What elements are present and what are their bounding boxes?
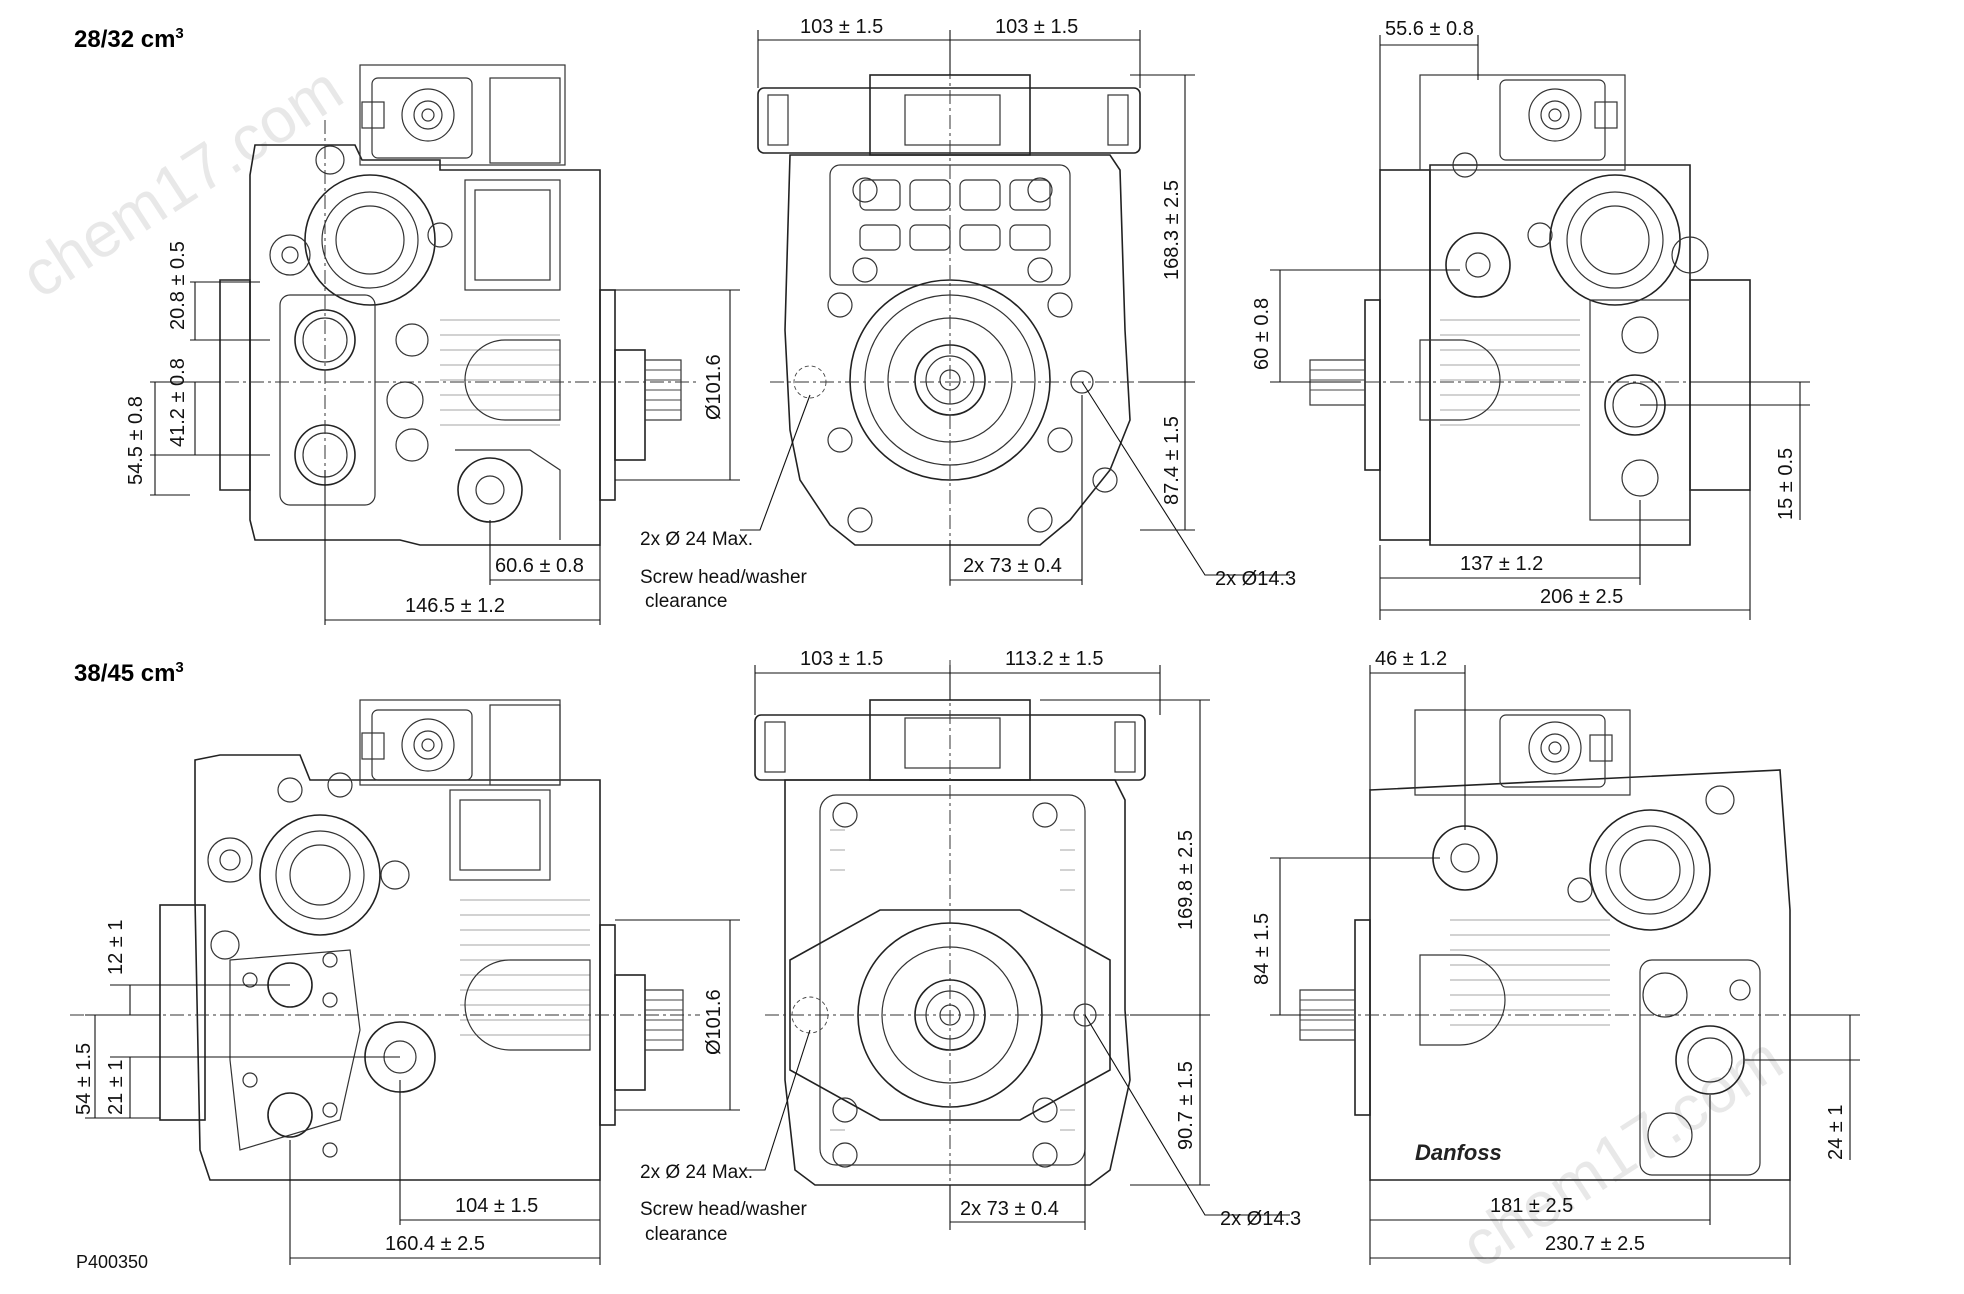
note-screw-clearance-top-1: Screw head/washer — [640, 567, 808, 588]
dim-104: 104 ± 1.5 — [455, 1195, 538, 1217]
dim-15: 15 ± 0.5 — [1775, 448, 1797, 520]
dim-12: 12 ± 1 — [105, 920, 127, 975]
dim-230-7: 230.7 ± 2.5 — [1545, 1233, 1645, 1255]
brand-mark: Danfoss — [1415, 1140, 1502, 1165]
dim-113-2: 113.2 ± 1.5 — [1005, 648, 1103, 670]
dims-top-center: 103 ± 1.5 103 ± 1.5 168.3 ± 2.5 87.4 ± 1… — [640, 16, 1296, 612]
note-screw-clearance-bottom-1: Screw head/washer — [640, 1199, 808, 1220]
dim-103-b: 103 ± 1.5 — [995, 16, 1078, 38]
dim-2x73-bottom: 2x 73 ± 0.4 — [960, 1198, 1059, 1220]
dim-137: 137 ± 1.2 — [1460, 553, 1543, 575]
dim-2x73-top: 2x 73 ± 0.4 — [963, 555, 1062, 577]
dim-168-3: 168.3 ± 2.5 — [1161, 180, 1183, 280]
dim-dia-101-6: Ø101.6 — [703, 354, 725, 420]
dim-55-6: 55.6 ± 0.8 — [1385, 18, 1474, 40]
dim-206: 206 ± 2.5 — [1540, 586, 1623, 608]
dim-90-7: 90.7 ± 1.5 — [1175, 1061, 1197, 1150]
dims-top-right: 55.6 ± 0.8 60 ± 0.8 15 ± 0.5 137 ± 1.2 2… — [1251, 18, 1810, 620]
dim-103-a: 103 ± 1.5 — [800, 16, 883, 38]
dim-169-8: 169.8 ± 2.5 — [1175, 830, 1197, 930]
dim-87-4: 87.4 ± 1.5 — [1161, 416, 1183, 505]
dim-103-bottom: 103 ± 1.5 — [800, 648, 883, 670]
pump-view-top-right — [1290, 74, 1810, 546]
dims-bottom-center: 103 ± 1.5 113.2 ± 1.5 169.8 ± 2.5 90.7 ±… — [640, 648, 1301, 1245]
dim-46: 46 ± 1.2 — [1375, 648, 1447, 670]
note-screw-clearance-bottom-2: clearance — [645, 1224, 727, 1245]
dims-bottom-right: 46 ± 1.2 84 ± 1.5 24 ± 1 181 ± 2.5 230.7… — [1251, 648, 1860, 1265]
pump-view-top-center — [757, 40, 1170, 590]
dim-54-5: 54.5 ± 0.8 — [125, 396, 147, 485]
dim-181: 181 ± 2.5 — [1490, 1195, 1573, 1217]
dim-21: 21 ± 1 — [105, 1060, 127, 1115]
dim-60: 60 ± 0.8 — [1251, 298, 1273, 370]
note-screw-clearance-top-2: clearance — [645, 591, 727, 612]
note-screw-max-bottom: 2x Ø 24 Max. — [640, 1162, 753, 1183]
dim-20-8: 20.8 ± 0.5 — [167, 241, 189, 330]
dim-60-6: 60.6 ± 0.8 — [495, 555, 584, 577]
dim-2x14-3-bottom: 2x Ø14.3 — [1220, 1208, 1301, 1230]
pump-view-bottom-left — [70, 699, 700, 1181]
dim-2x14-3-top: 2x Ø14.3 — [1215, 568, 1296, 590]
dim-41-2: 41.2 ± 0.8 — [167, 358, 189, 447]
pump-view-top-left — [150, 64, 700, 620]
section-title-28-32: 28/32 cm3 — [74, 25, 184, 53]
dim-54: 54 ± 1.5 — [73, 1043, 95, 1115]
dim-24: 24 ± 1 — [1825, 1105, 1847, 1160]
section-title-38-45: 38/45 cm3 — [74, 659, 184, 687]
pump-view-bottom-right: Danfoss — [1290, 709, 1850, 1181]
dim-160-4: 160.4 ± 2.5 — [385, 1233, 485, 1255]
drawing-reference: P400350 — [76, 1252, 148, 1272]
dims-top-left: 20.8 ± 0.5 54.5 ± 0.8 41.2 ± 0.8 60.6 ± … — [125, 241, 740, 625]
dims-bottom-left: 12 ± 1 54 ± 1.5 21 ± 1 104 ± 1.5 160.4 ±… — [73, 919, 740, 1265]
dim-dia-101-6-bottom: Ø101.6 — [703, 989, 725, 1055]
pump-view-bottom-center — [754, 660, 1205, 1230]
note-screw-max-top: 2x Ø 24 Max. — [640, 529, 753, 550]
dim-146-5: 146.5 ± 1.2 — [405, 595, 505, 617]
dim-84: 84 ± 1.5 — [1251, 913, 1273, 985]
